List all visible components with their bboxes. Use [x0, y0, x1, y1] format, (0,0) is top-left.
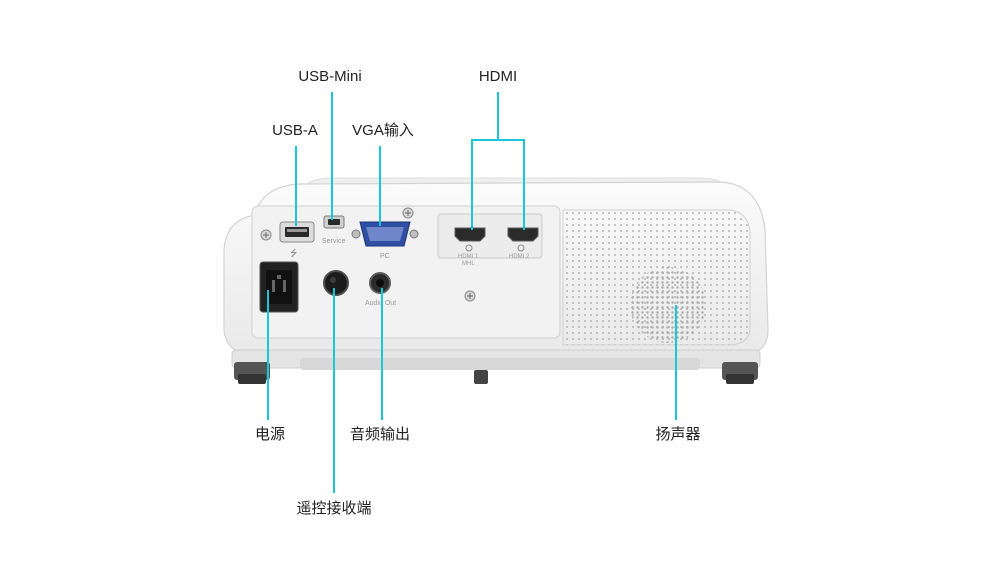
audio-out-caption: Audio Out — [365, 300, 396, 307]
callout-audio-out: 音频输出 — [349, 426, 411, 443]
remote-receiver-sensor — [323, 270, 349, 296]
speaker-cone — [630, 267, 706, 343]
callout-usb-a: USB-A — [272, 122, 318, 139]
callout-usb-mini: USB-Mini — [298, 68, 362, 85]
usb-mini-port: Service — [322, 215, 345, 245]
callout-vga-input: VGA输入 — [352, 122, 414, 139]
leader-lines — [267, 92, 677, 493]
speaker-grille — [562, 209, 751, 346]
hdmi-1-port: HDMI 1 MHL — [454, 227, 486, 267]
power-inlet — [259, 261, 299, 313]
center-foot — [474, 370, 488, 384]
right-foot-pad — [726, 374, 754, 384]
screw-icon — [402, 207, 414, 219]
hdmi-1-caption: HDMI 1 — [458, 254, 479, 260]
pc-port-caption: PC — [380, 253, 390, 260]
projector-base-shadow — [300, 358, 700, 370]
usb-symbol-icon: ⭍ — [290, 248, 298, 258]
screw-icon — [260, 229, 272, 241]
left-foot-pad — [238, 374, 266, 384]
screw-icon — [464, 290, 476, 302]
hdmi-2-caption: HDMI 2 — [509, 254, 530, 260]
callout-hdmi: HDMI — [478, 68, 518, 85]
callout-speaker: 扬声器 — [655, 426, 701, 443]
usb-a-port: ⭍ — [279, 221, 315, 258]
hdmi-2-port: HDMI 2 — [507, 227, 539, 260]
service-port-caption: Service — [322, 238, 345, 245]
callout-power: 电源 — [254, 426, 286, 443]
hdmi-bay — [437, 213, 543, 259]
callout-remote-receiver: 遥控接收端 — [296, 500, 372, 517]
vga-port: PC — [351, 221, 419, 260]
hdmi-1-mhl-caption: MHL — [462, 261, 475, 267]
connector-panel: ⭍ Service PC HDMI 1 MHL HDMI 2 — [251, 205, 561, 339]
audio-out-jack: Audio Out — [365, 272, 396, 307]
